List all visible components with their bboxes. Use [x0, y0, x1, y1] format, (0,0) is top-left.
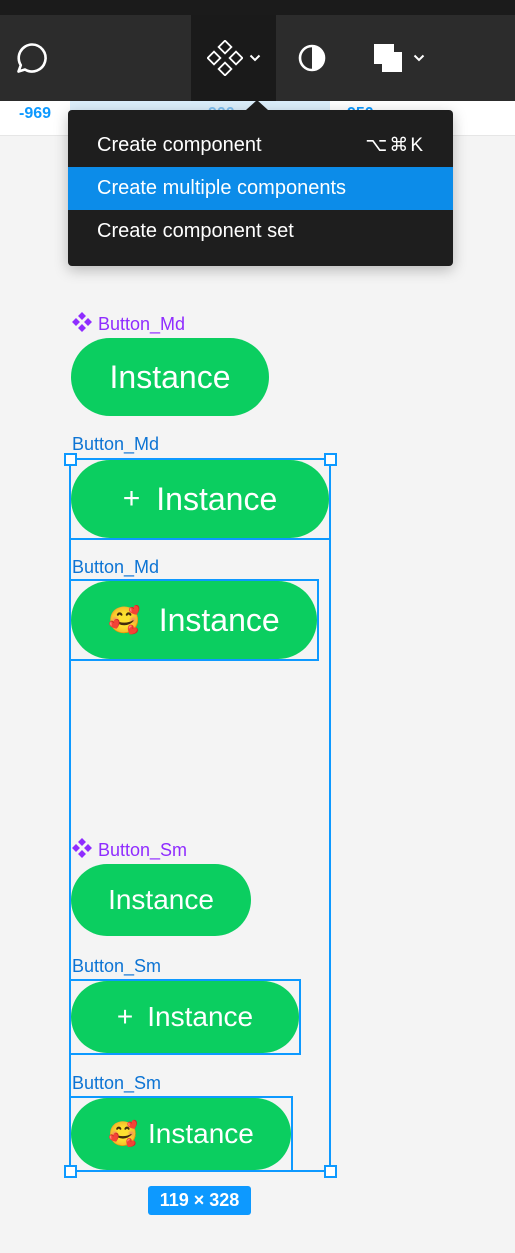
ruler-value-left: -969	[19, 105, 52, 122]
button-sm-component[interactable]: Instance	[71, 864, 251, 936]
button-md-instance-plus[interactable]: + Instance	[71, 460, 329, 538]
component-tool[interactable]	[191, 15, 276, 101]
instance-label-button-md[interactable]: Button_Md	[72, 557, 160, 577]
button-text: Instance	[108, 884, 214, 915]
selection-size-badge: 119 × 328	[148, 1186, 251, 1215]
menu-item-label: Create component	[97, 134, 262, 156]
button-md-component[interactable]: Instance	[71, 338, 269, 416]
chevron-down-icon	[249, 54, 261, 62]
instance-label-button-sm[interactable]: Button_Sm	[72, 1073, 162, 1093]
contrast-tool[interactable]	[280, 15, 344, 101]
menu-item-create-multiple-components[interactable]: Create multiple components	[68, 167, 453, 210]
chevron-down-icon	[413, 54, 425, 62]
plus-icon: +	[116, 1001, 134, 1032]
smiling-face-hearts-icon: 🥰	[108, 1120, 139, 1148]
menu-item-create-component-set[interactable]: Create component set	[68, 210, 453, 253]
component-diamond-icon	[206, 40, 243, 76]
button-text: Instance	[156, 480, 278, 517]
resize-handle-bottom-right[interactable]	[324, 1165, 337, 1178]
menu-caret	[246, 100, 268, 110]
component-icon	[72, 312, 92, 337]
button-sm-instance-plus[interactable]: + Instance	[71, 981, 299, 1053]
button-md-instance-emoji[interactable]: 🥰 Instance	[71, 581, 317, 659]
overlap-squares-icon	[371, 41, 405, 75]
instance-label-button-sm[interactable]: Button_Sm	[72, 956, 162, 976]
selection-frame	[69, 458, 331, 1172]
menu-item-label: Create component set	[97, 220, 294, 242]
button-text: Instance	[109, 358, 231, 395]
instance-outline	[69, 458, 331, 540]
comment-tool[interactable]	[0, 15, 64, 101]
button-text: Instance	[147, 1001, 254, 1032]
half-circle-icon	[296, 42, 328, 74]
boolean-tool[interactable]	[358, 15, 438, 101]
instance-label-button-md[interactable]: Button_Md	[72, 434, 160, 454]
menu-item-create-component[interactable]: Create component ⌥⌘K	[68, 124, 453, 167]
button-text: Instance	[148, 1118, 254, 1149]
component-label-button-sm[interactable]: Button_Sm	[72, 838, 187, 863]
toolbar	[0, 15, 515, 101]
resize-handle-top-right[interactable]	[324, 453, 337, 466]
component-dropdown-menu: Create component ⌥⌘K Create multiple com…	[68, 110, 453, 266]
resize-handle-top-left[interactable]	[64, 453, 77, 466]
component-icon	[72, 838, 92, 863]
button-text: Instance	[158, 601, 280, 638]
smiling-face-hearts-icon: 🥰	[108, 604, 141, 635]
resize-handle-bottom-left[interactable]	[64, 1165, 77, 1178]
menu-item-shortcut: ⌥⌘K	[365, 135, 425, 156]
component-label-button-md[interactable]: Button_Md	[72, 312, 185, 337]
top-strip	[0, 0, 515, 15]
plus-icon: +	[122, 482, 141, 515]
speech-bubble-icon	[15, 41, 49, 75]
menu-item-label: Create multiple components	[97, 177, 347, 199]
button-sm-instance-emoji[interactable]: 🥰 Instance	[71, 1098, 291, 1170]
